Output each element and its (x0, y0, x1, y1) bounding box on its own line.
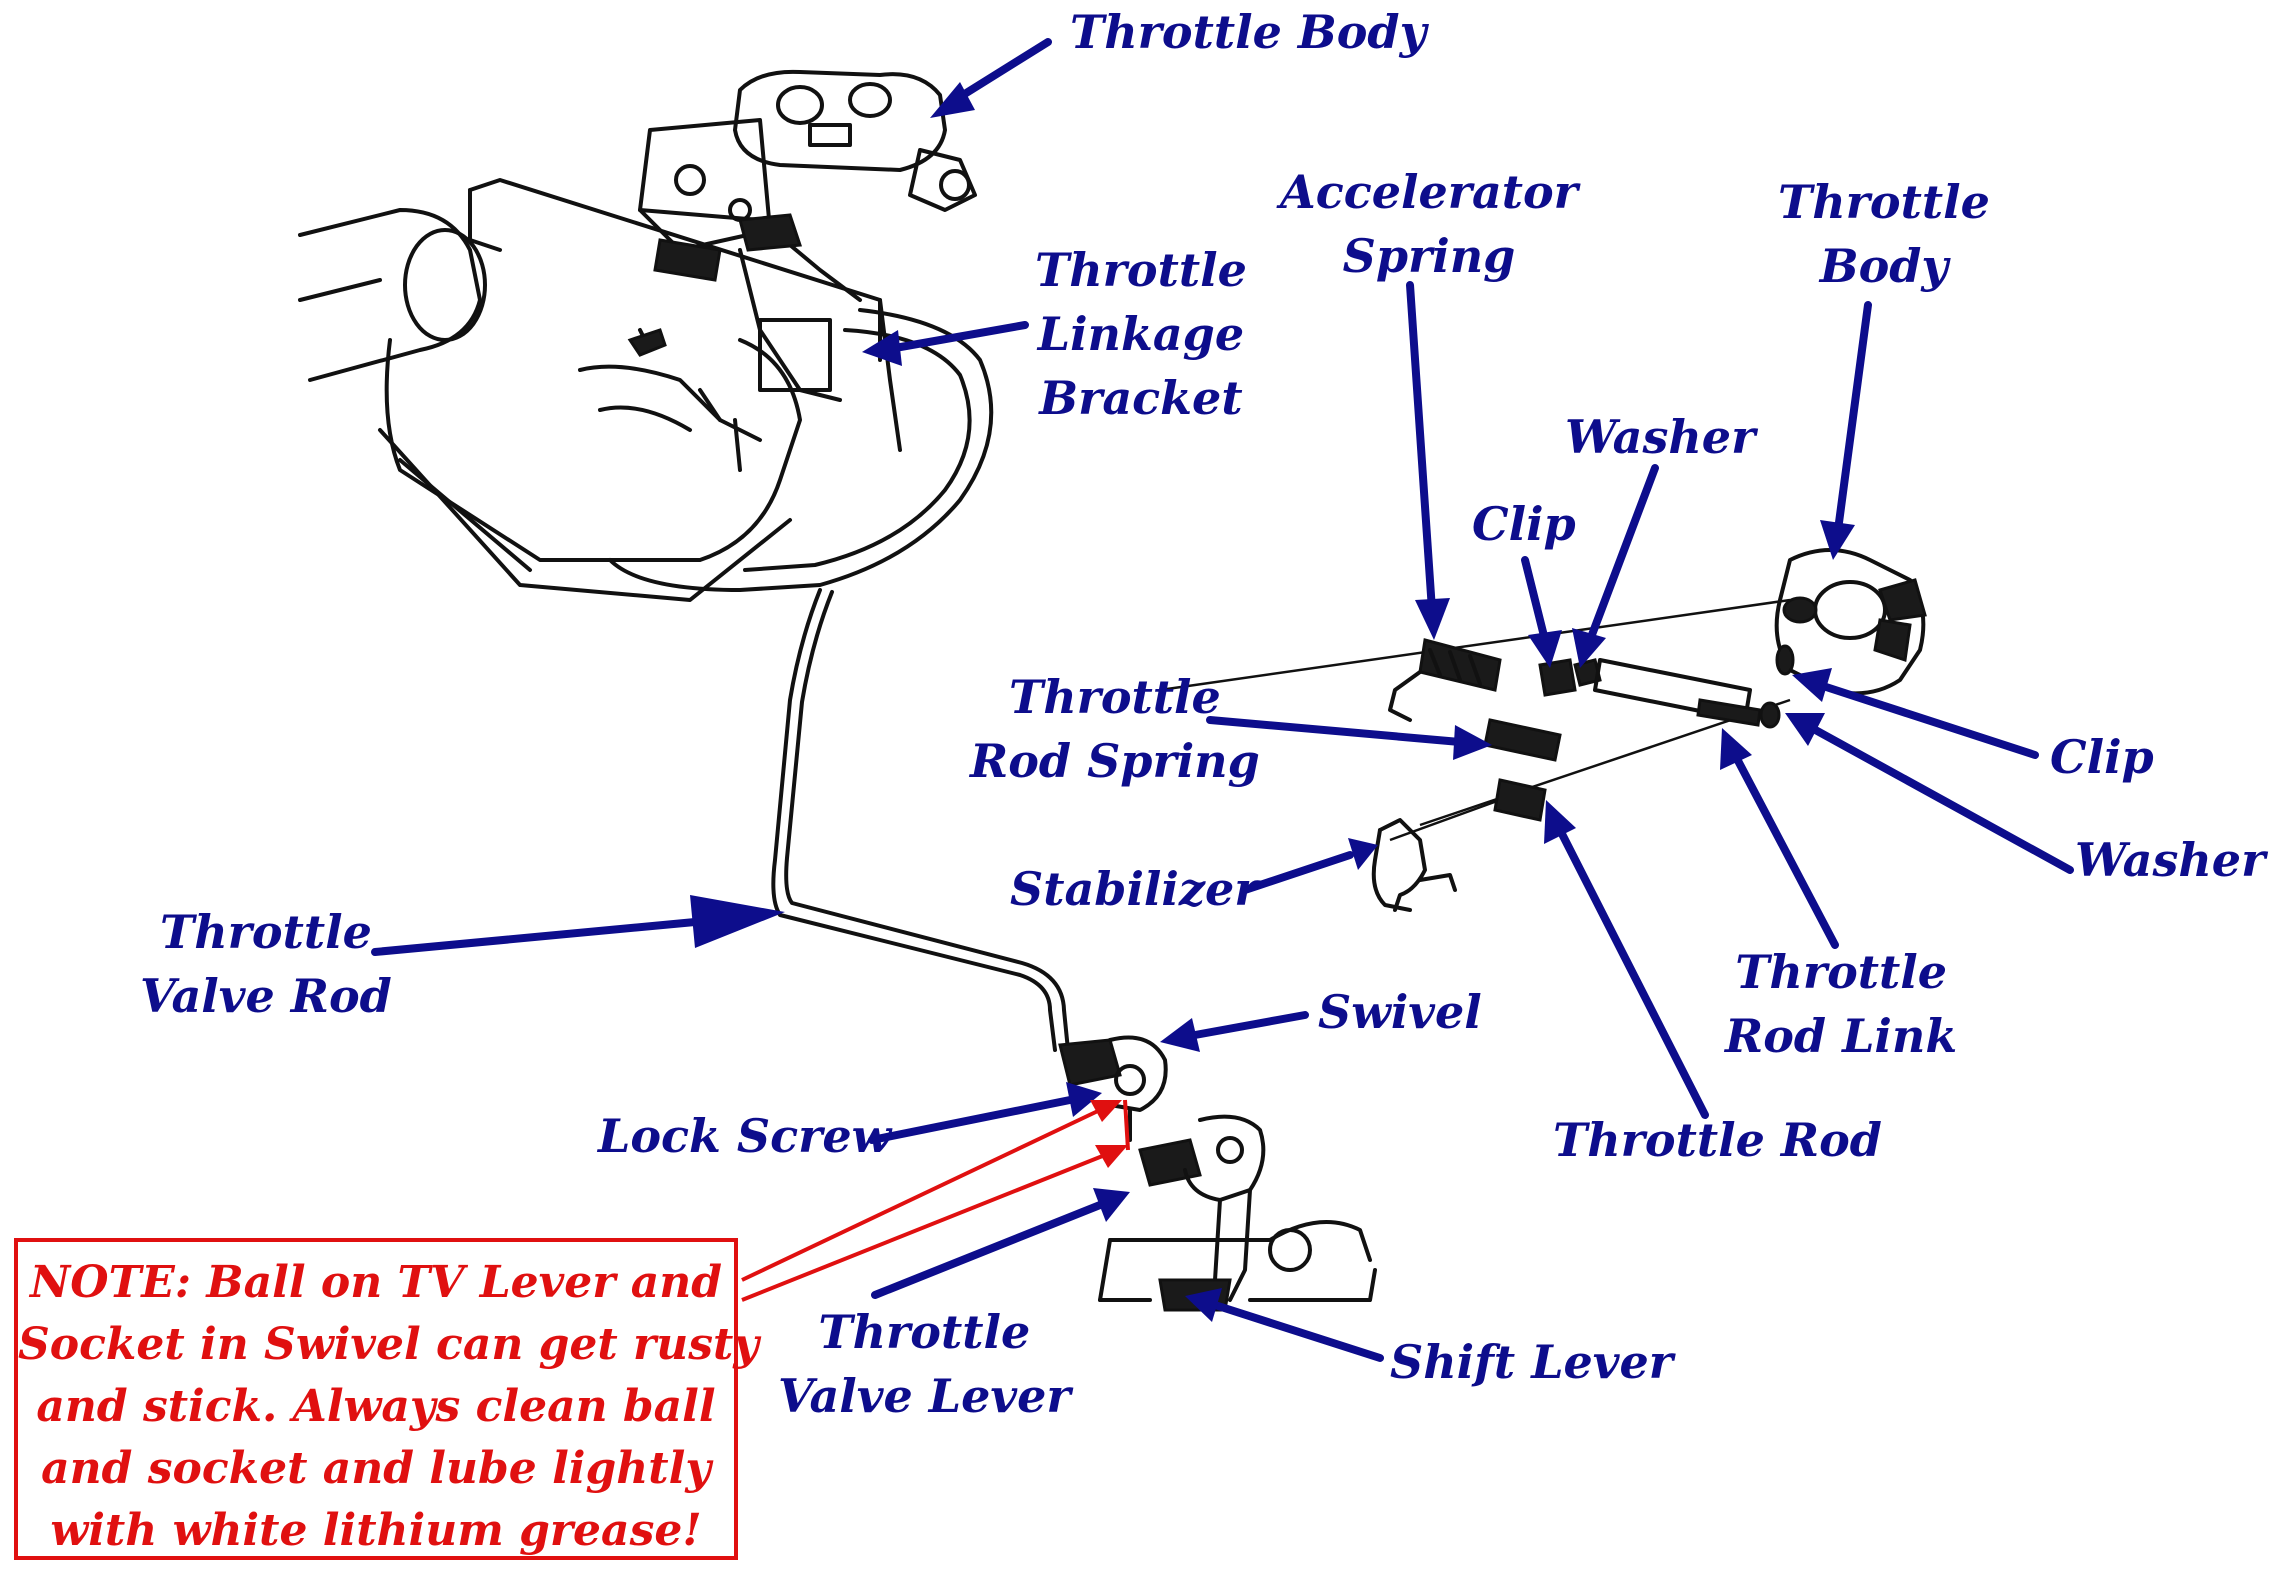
label-throttle-rod-link: Throttle Rod Link (1725, 945, 1958, 1063)
throttle-valve-rod-drawing (771, 588, 1070, 1052)
label-accelerator-spring: Accelerator Spring (1280, 165, 1578, 283)
throttle-body-assembly-drawing (298, 69, 994, 602)
label-clip-top: Clip (1472, 497, 1576, 551)
label-clip-right: Clip (2050, 730, 2154, 784)
note-line: Socket in Swivel can get rusty (18, 1319, 759, 1370)
label-throttle-valve-rod: Throttle Valve Rod (140, 905, 392, 1023)
swivel-and-lever-drawing (1058, 1035, 1377, 1312)
maintenance-note: NOTE: Ball on TV Lever and Socket in Swi… (14, 1238, 759, 1560)
label-washer-right: Washer (2075, 833, 2266, 887)
label-stabilizer: Stabilizer (1010, 862, 1259, 916)
label-throttle-valve-lever: Throttle Valve Lever (778, 1305, 1071, 1423)
note-line: with white lithium grease! (50, 1505, 702, 1556)
label-swivel: Swivel (1318, 985, 1482, 1039)
leader-arrows (371, 38, 2074, 1362)
label-shift-lever: Shift Lever (1390, 1335, 1674, 1389)
note-pointers (741, 1099, 1130, 1302)
note-line: and socket and lube lightly (41, 1443, 711, 1494)
note-line: and stick. Always clean ball (36, 1381, 716, 1432)
label-throttle-linkage-bracket: Throttle Linkage Bracket (1035, 243, 1247, 425)
label-throttle-body-right: Throttle Body (1778, 175, 1990, 293)
label-washer-top: Washer (1565, 410, 1756, 464)
label-lock-screw: Lock Screw (598, 1109, 892, 1163)
label-throttle-rod-spring: Throttle Rod Spring (970, 670, 1260, 788)
exploded-linkage-drawing (1159, 548, 1927, 912)
note-line: NOTE: Ball on TV Lever and (30, 1257, 722, 1308)
label-throttle-body-top: Throttle Body (1070, 5, 1427, 59)
label-throttle-rod: Throttle Rod (1553, 1113, 1882, 1167)
